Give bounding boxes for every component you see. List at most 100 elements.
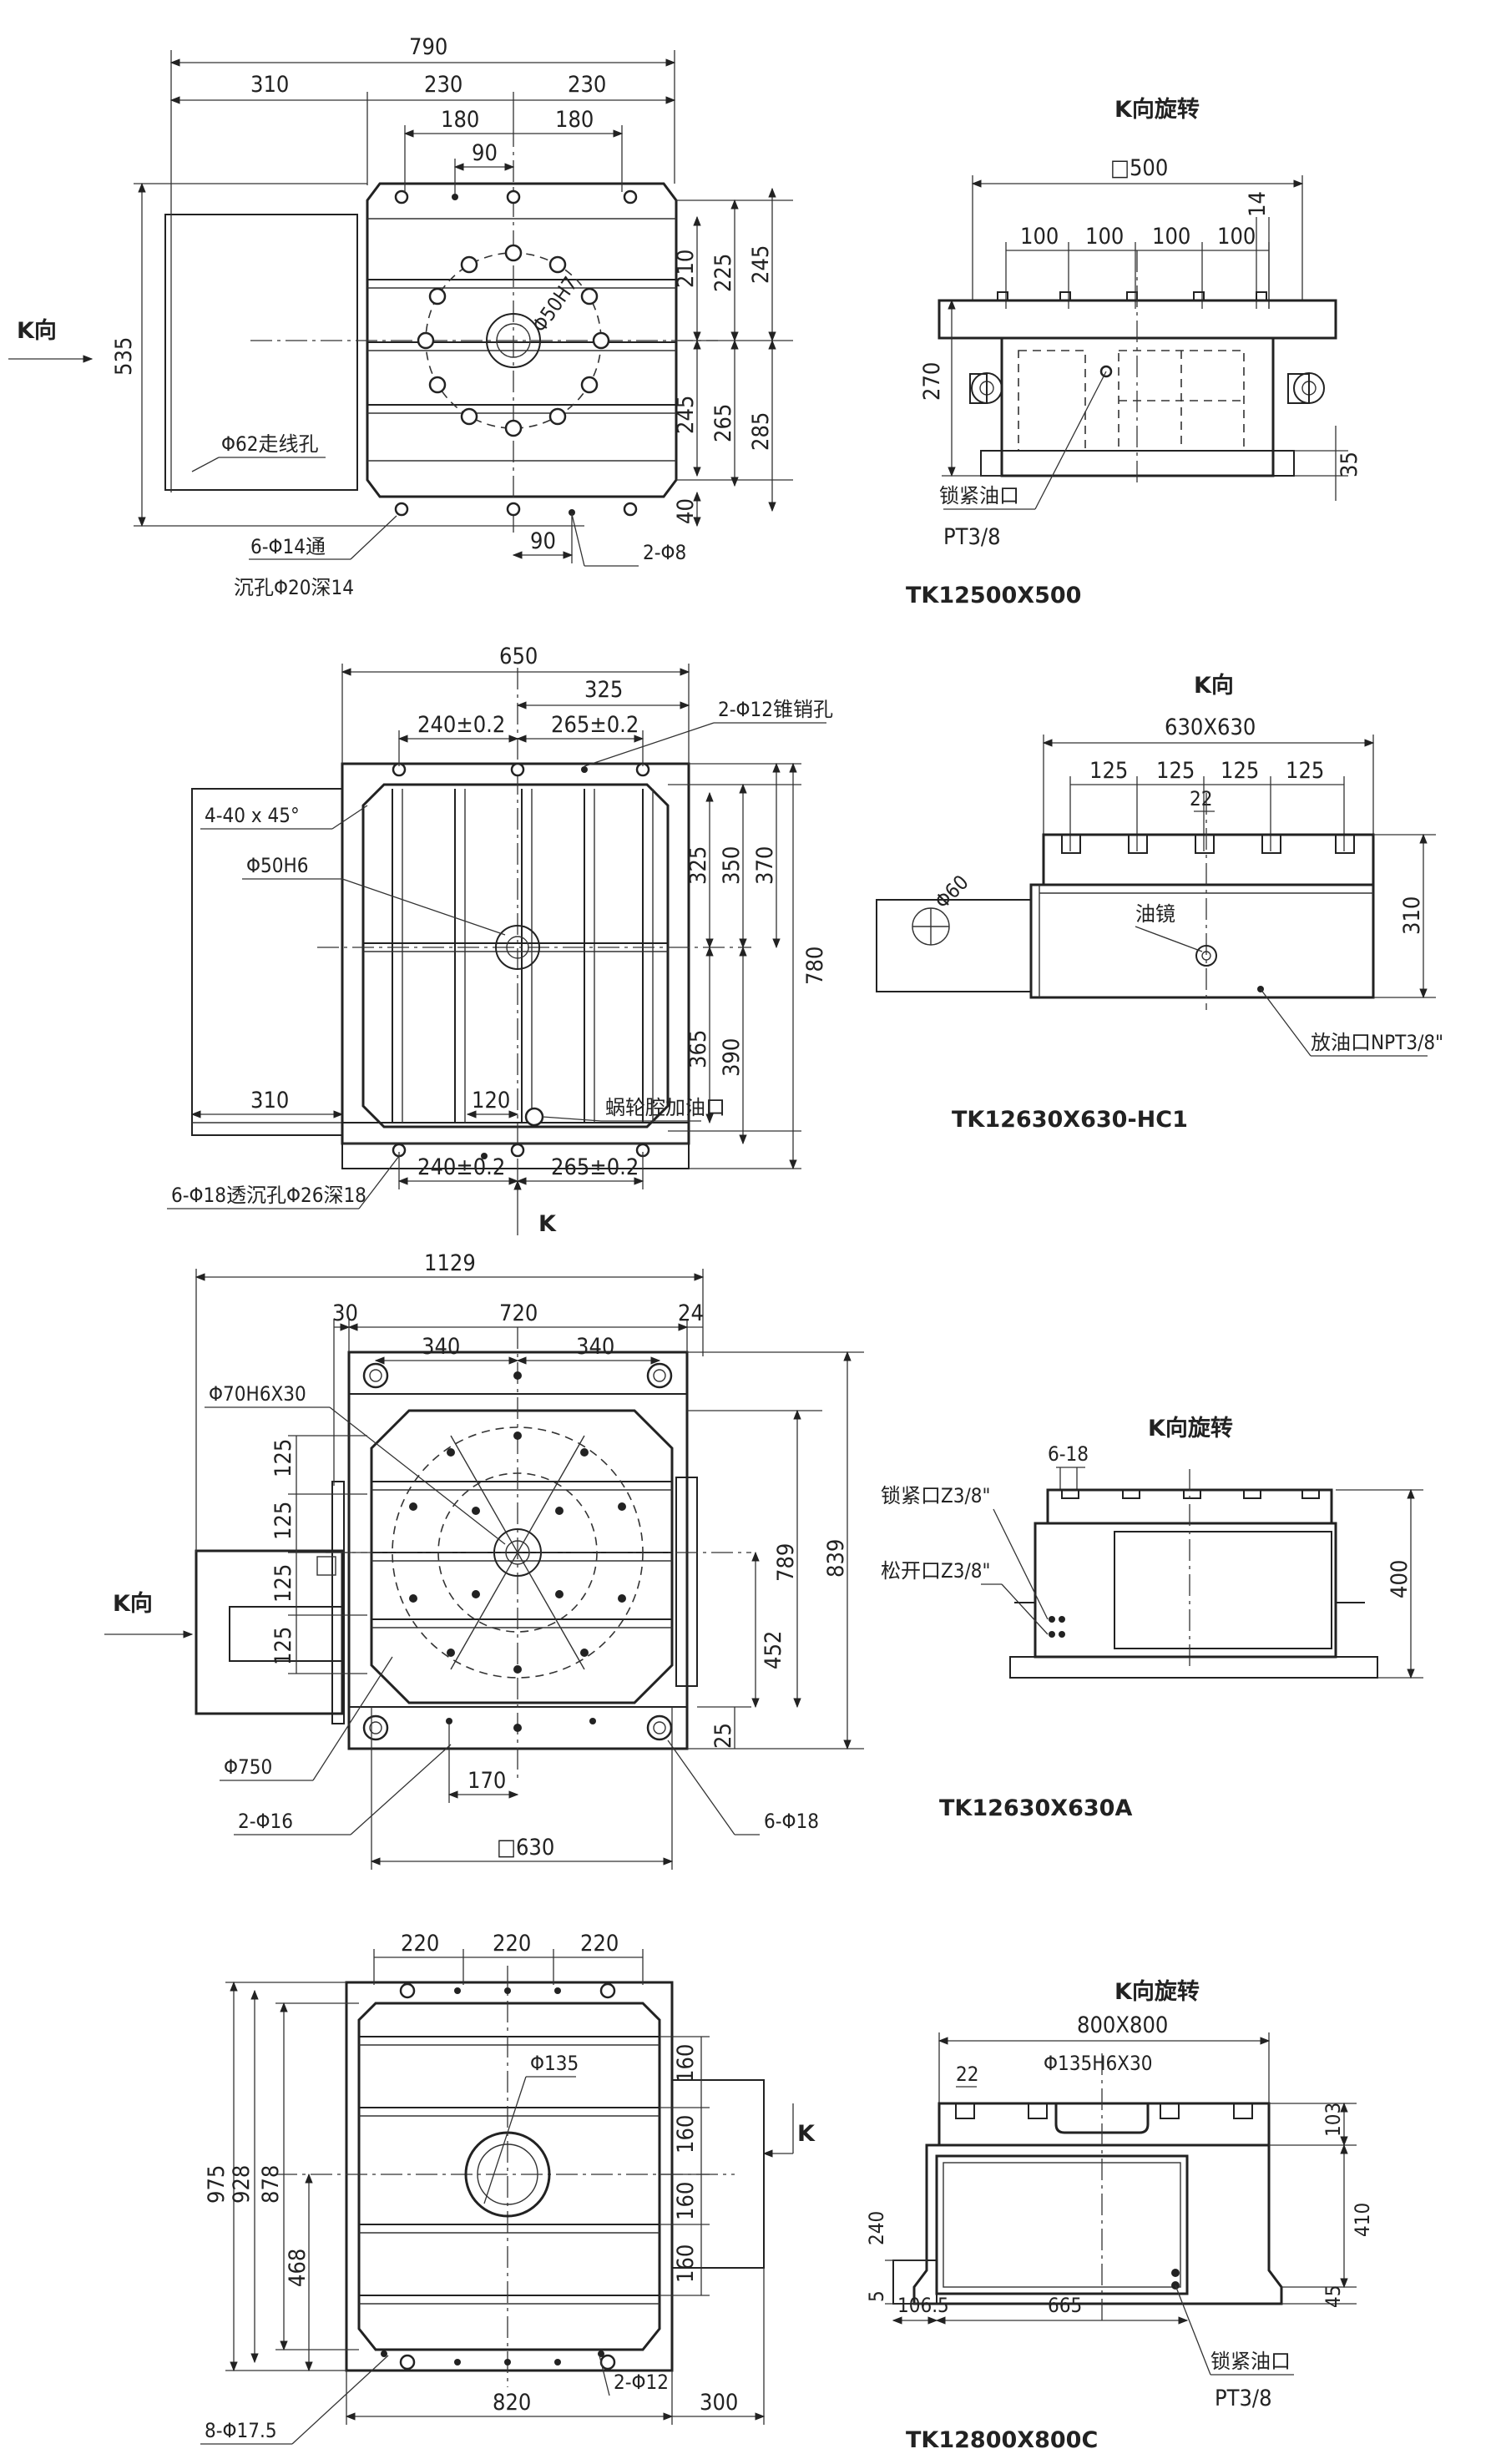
dim-878: 878 (258, 2165, 284, 2204)
note-wire-hole: Φ62走线孔 (221, 432, 318, 456)
dim-390: 390 (719, 1038, 745, 1077)
motor-phi60: Φ60 (930, 871, 973, 913)
dim-25: 25 (710, 1723, 736, 1749)
note-worm-oil: 蜗轮腔加油口 (605, 1096, 725, 1119)
dim-370: 370 (752, 846, 778, 885)
dim-245: 245 (748, 245, 774, 284)
dim-650: 650 (499, 644, 538, 669)
note-release-port-3: 松开口Z3/8" (881, 1559, 990, 1583)
model-title-1: TK12500X500 (906, 583, 1081, 608)
dim-210: 210 (673, 250, 699, 288)
dim-975: 975 (204, 2165, 230, 2204)
dim-45: 45 (1322, 2285, 1345, 2308)
dim-310-left: 310 (250, 1088, 289, 1113)
drawing-2-front-view: 650 325 240±0.2 265±0.2 2-Φ12锥销孔 325 350… (167, 644, 833, 1237)
dim-phi70: Φ70H6X30 (209, 1382, 306, 1406)
dim-265-bottom: 265±0.2 (551, 1154, 639, 1180)
dim-790: 790 (409, 34, 447, 60)
note-6-holes-2: 6-Φ18透沉孔Φ26深18 (171, 1184, 366, 1207)
k-rotate-label-4: K向旋转 (1114, 1978, 1200, 2005)
dim-90: 90 (472, 140, 498, 166)
dim-square630: □630 (497, 1835, 554, 1861)
dim-535: 535 (111, 337, 137, 376)
dim-789: 789 (773, 1543, 799, 1582)
dim-24: 24 (678, 1300, 704, 1326)
drawing-2-side-view: K向 630X630 125 125 125 125 22 Φ60 油镜 放油口… (876, 672, 1443, 1133)
dim-310: 310 (250, 72, 289, 98)
note-drain-port: 放油口NPT3/8" (1311, 1031, 1443, 1054)
note-8-holes: 8-Φ17.5 (205, 2419, 277, 2442)
dim-240-top: 240±0.2 (417, 712, 505, 738)
t-slots-vertical (392, 789, 654, 1123)
dim-839: 839 (823, 1539, 849, 1578)
drawing-1-side-view: K向旋转 □500 100 100 100 100 14 270 35 锁紧油口… (906, 96, 1362, 608)
pitch-1a: 100 (1020, 224, 1059, 250)
note-6-holes-3: 6-Φ18 (764, 1810, 819, 1833)
pitch-1d: 100 (1217, 224, 1256, 250)
dim-5-4: 5 (865, 2290, 888, 2302)
note-2-holes-3: 2-Φ16 (238, 1810, 293, 1833)
dim-120: 120 (472, 1088, 510, 1113)
dim-300: 300 (700, 2390, 738, 2416)
pitch-2b: 125 (1156, 758, 1195, 784)
slot-4a: 160 (673, 2044, 699, 2083)
note-pin-holes: 2-Φ12锥销孔 (718, 698, 833, 721)
dim-40: 40 (673, 498, 699, 524)
dim-phi750: Φ750 (224, 1755, 272, 1779)
dim-phi135: Φ135 (530, 2052, 579, 2075)
dim-180b: 180 (555, 107, 594, 133)
dim-350: 350 (719, 846, 745, 885)
dim-30: 30 (332, 1300, 358, 1326)
pitch-4c: 220 (580, 1931, 619, 1957)
pitch-4b: 220 (493, 1931, 531, 1957)
pitch-1c: 100 (1152, 224, 1190, 250)
note-clamp-port-4: 锁紧油口 (1210, 2350, 1291, 2373)
dim-928: 928 (229, 2165, 255, 2204)
dim-170: 170 (468, 1768, 506, 1794)
dim-340a: 340 (422, 1334, 460, 1360)
note-2-holes-4: 2-Φ12 (614, 2371, 669, 2394)
dim-365: 365 (685, 1030, 711, 1068)
note-clamp-port-3: 锁紧口Z3/8" (881, 1484, 990, 1507)
dim-665: 665 (1048, 2294, 1082, 2317)
dim-phi50: Φ50H7 (528, 272, 583, 336)
dim-106: 106.5 (897, 2294, 949, 2317)
dim-340b: 340 (576, 1334, 614, 1360)
k-view-label-2: K向 (1194, 672, 1234, 699)
dim-103: 103 (1322, 2103, 1345, 2137)
dim-820: 820 (493, 2390, 531, 2416)
note-oil-mirror: 油镜 (1135, 902, 1175, 926)
slot-4d: 160 (673, 2244, 699, 2283)
k-label-4: K (797, 2121, 816, 2147)
dim-468: 468 (285, 2249, 311, 2287)
model-title-2: TK12630X630-HC1 (952, 1107, 1188, 1133)
dim-410: 410 (1351, 2203, 1374, 2237)
k-rotate-label-1: K向旋转 (1114, 96, 1200, 123)
dim-452: 452 (761, 1631, 786, 1669)
pitch-3c: 125 (270, 1564, 296, 1603)
slot-22-4: 22 (956, 2063, 978, 2086)
dim-240-4: 240 (865, 2211, 888, 2245)
dim-180a: 180 (441, 107, 479, 133)
dim-1129: 1129 (424, 1250, 476, 1276)
model-title-3: TK12630X630A (939, 1795, 1132, 1821)
pitch-3b: 125 (270, 1502, 296, 1540)
pitch-1b: 100 (1085, 224, 1124, 250)
slot-14: 14 (1245, 191, 1271, 217)
dim-285: 285 (748, 412, 774, 451)
dim-245b: 245 (673, 396, 699, 434)
drawing-4-front-view: 220 220 220 Φ135 975 928 878 468 160 160… (200, 1931, 816, 2445)
k-rotate-label-3: K向旋转 (1148, 1415, 1233, 1442)
dim-265: 265 (710, 404, 736, 442)
bolt-circle-holes (417, 244, 610, 437)
dim-230a: 230 (424, 72, 462, 98)
note-pt38-1: PT3/8 (943, 524, 1001, 550)
side-table-size-1: □500 (1110, 155, 1168, 181)
dim-265-top: 265±0.2 (551, 712, 639, 738)
drawing-4-side-view: K向旋转 800X800 22 Φ135H6X30 103 410 45 240… (865, 1978, 1374, 2453)
slot-22: 22 (1190, 787, 1212, 810)
dim-325: 325 (584, 677, 623, 703)
model-title-4: TK12800X800C (906, 2427, 1098, 2453)
